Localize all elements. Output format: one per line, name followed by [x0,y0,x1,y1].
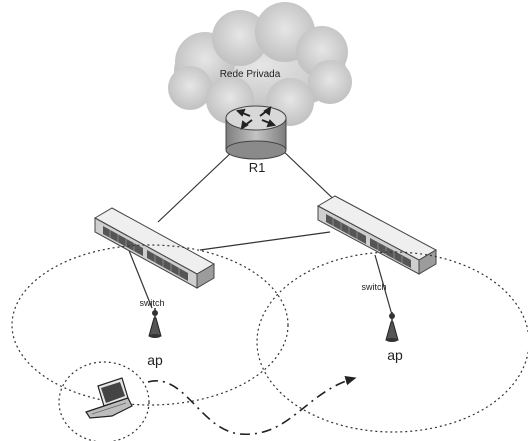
laptop-icon[interactable] [85,377,133,419]
router-arrows-icon [235,106,277,130]
private-network-cloud: Rede Privada [168,2,352,126]
roaming-path-arrow [147,375,357,435]
switch-right-port-grid [332,218,403,264]
ap-right-label: ap [387,347,403,363]
network-links [127,147,393,316]
switch-left-port-grid [109,230,180,276]
switch-right-ports [326,214,411,268]
link-switch-switch [199,231,331,251]
switch-right-label: switch [361,282,386,292]
switch-left[interactable] [93,207,216,289]
link-router-switch-left [157,149,235,223]
link-switch-ap-left [127,247,153,309]
client-zone [58,361,150,441]
cloud-label: Rede Privada [220,69,281,80]
access-point-right[interactable]: ap [385,312,403,363]
router-r1[interactable]: R1 [225,105,287,175]
router-label: R1 [249,160,266,175]
switch-left-label: switch [139,298,164,308]
link-switch-ap-right [374,254,393,316]
ap-left-label: ap [147,352,163,368]
coverage-areas [11,244,528,441]
access-point-left[interactable]: ap [147,308,163,368]
coverage-area-right [256,251,528,433]
switch-left-ports [103,226,188,281]
switch-right[interactable] [316,195,438,275]
coverage-area-left [11,244,289,406]
